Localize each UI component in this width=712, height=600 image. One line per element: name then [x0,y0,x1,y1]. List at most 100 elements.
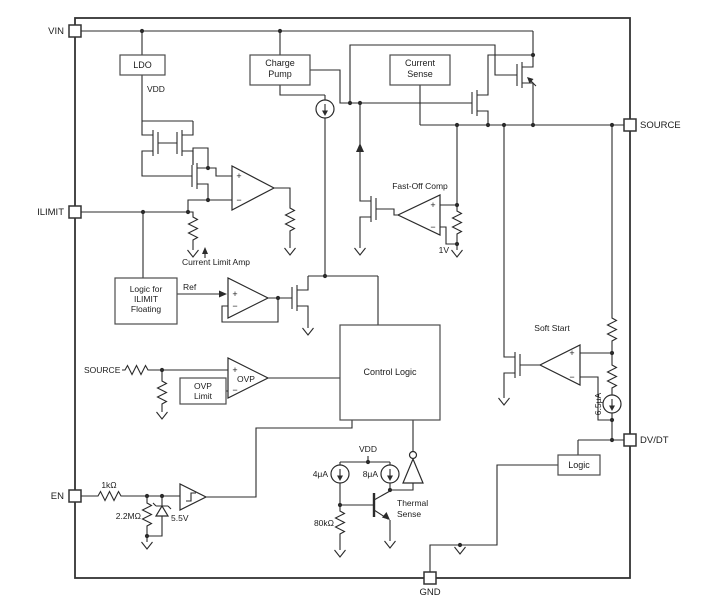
thermal-sense-label: Thermal [397,498,428,508]
ilimit-logic-label3: Floating [131,304,162,314]
pin-source-label: SOURCE [640,120,681,131]
en-pulldown-resistor-symbol [141,499,153,529]
ldo-block [119,54,166,76]
en-series-resistor-symbol [94,490,124,502]
current-limit-opamp-symbol [231,165,276,211]
ovp-limit-label: OVP [194,381,212,391]
ground-symbol [155,411,169,420]
current-sense-label2: Sense [407,69,433,79]
ovp-comparator-label: OVP [237,374,255,384]
current-limit-amp-label: Current Limit Amp [182,257,250,267]
pin-en-label: EN [51,491,64,502]
charge-pump-label: Charge [265,58,295,68]
vdd-bottom-label: VDD [359,444,377,454]
ldo-label: LDO [133,60,152,70]
vdd-top-label: VDD [147,84,165,94]
thermal-resistor-symbol [334,507,346,537]
fastoff-mosfet-symbol [359,186,391,232]
current-source-8ua-symbol [380,464,400,484]
ground-symbol [453,546,467,555]
mirror-mosfet-right-symbol [162,120,194,166]
current-6p5ua-label: 6.5μA [593,392,603,415]
ground-symbol [333,549,347,558]
pin-gnd [423,571,437,585]
minus-mark: − [232,385,237,395]
minus-mark: − [236,195,241,205]
resistor-1k-label: 1kΩ [101,480,116,490]
sense-mosfet-symbol [457,80,489,126]
plus-mark: + [430,200,435,210]
pin-vin [68,24,82,38]
charge-pump-label2: Pump [268,69,292,79]
ovp-limit-block [179,377,227,405]
inverter-symbol [402,457,424,484]
current-source-6p5ua-symbol [602,394,622,414]
source-series-resistor-symbol [121,364,151,376]
ground-symbol [497,397,511,406]
plus-mark: + [569,348,574,358]
ic-boundary [74,17,631,579]
pin-dvdt [623,433,637,447]
pin-source [623,118,637,132]
wires-top-power [81,30,624,325]
current-sense-block [389,54,451,86]
power-mosfet-symbol [502,52,534,98]
resistor-80k-label: 80kΩ [314,518,334,528]
pin-gnd-label: GND [419,587,440,598]
ref-label: Ref [183,282,197,292]
fastoff-comparator-symbol [396,194,441,236]
ground-symbol [383,540,397,549]
charge-pump-block [249,54,311,86]
ground-symbol [353,247,367,256]
control-logic-block [339,324,441,421]
one-volt-label: 1V [439,245,450,255]
ilimit-logic-block [114,277,178,325]
control-logic-label: Control Logic [363,367,417,377]
current-sense-label: Current [405,58,436,68]
softstart-resistor2-symbol [606,361,618,391]
ground-symbol [450,249,464,258]
source-net-label: SOURCE [84,365,121,375]
softstart-resistor1-symbol [606,314,618,344]
amp-load-resistor-symbol [284,204,296,234]
resistor-2m2-label: 2.2MΩ [116,511,141,521]
logic-block [557,454,601,476]
wires-right-side [429,125,624,572]
pin-en [68,489,82,503]
plus-mark: + [236,171,241,181]
ref-arrowhead [219,290,227,298]
hysteresis-icon [186,492,196,502]
pin-ilimit-label: ILIMIT [37,207,64,218]
current-source-4ua-symbol [330,464,350,484]
ground-symbol [301,327,315,336]
plus-mark: + [232,365,237,375]
current-flow-arrowhead [356,143,364,152]
current-8ua-label: 8μA [363,469,379,479]
one-volt-resistor-symbol [451,207,463,237]
ilimit-resistor-symbol [187,213,199,243]
ovp-limit-label2: Limit [194,391,213,401]
ground-symbol [283,247,297,256]
zener-diode-symbol [152,502,172,517]
plus-mark: + [232,289,237,299]
pin-dvdt-label: DV/DT [640,435,669,446]
en-schmitt-buffer-symbol [179,483,208,511]
ref-buffer-opamp-symbol [227,277,270,319]
zener-5v5-label: 5.5V [171,513,189,523]
current-4ua-label: 4μA [313,469,329,479]
body-diode-arrowhead [527,77,534,84]
logic-label: Logic [568,460,590,470]
ref-mosfet-symbol [277,275,309,321]
minus-mark: − [232,301,237,311]
softstart-opamp-symbol [538,344,581,386]
charge-pump-current-source-symbol [315,99,335,119]
inverter-bubble [408,450,418,460]
pin-vin-label: VIN [48,26,64,37]
pin-ilimit [68,205,82,219]
ilimit-logic-label2: ILIMIT [134,294,158,304]
fast-off-comp-label: Fast-Off Comp [392,181,448,191]
bjt-symbol [372,490,391,520]
soft-start-label: Soft Start [534,323,570,333]
